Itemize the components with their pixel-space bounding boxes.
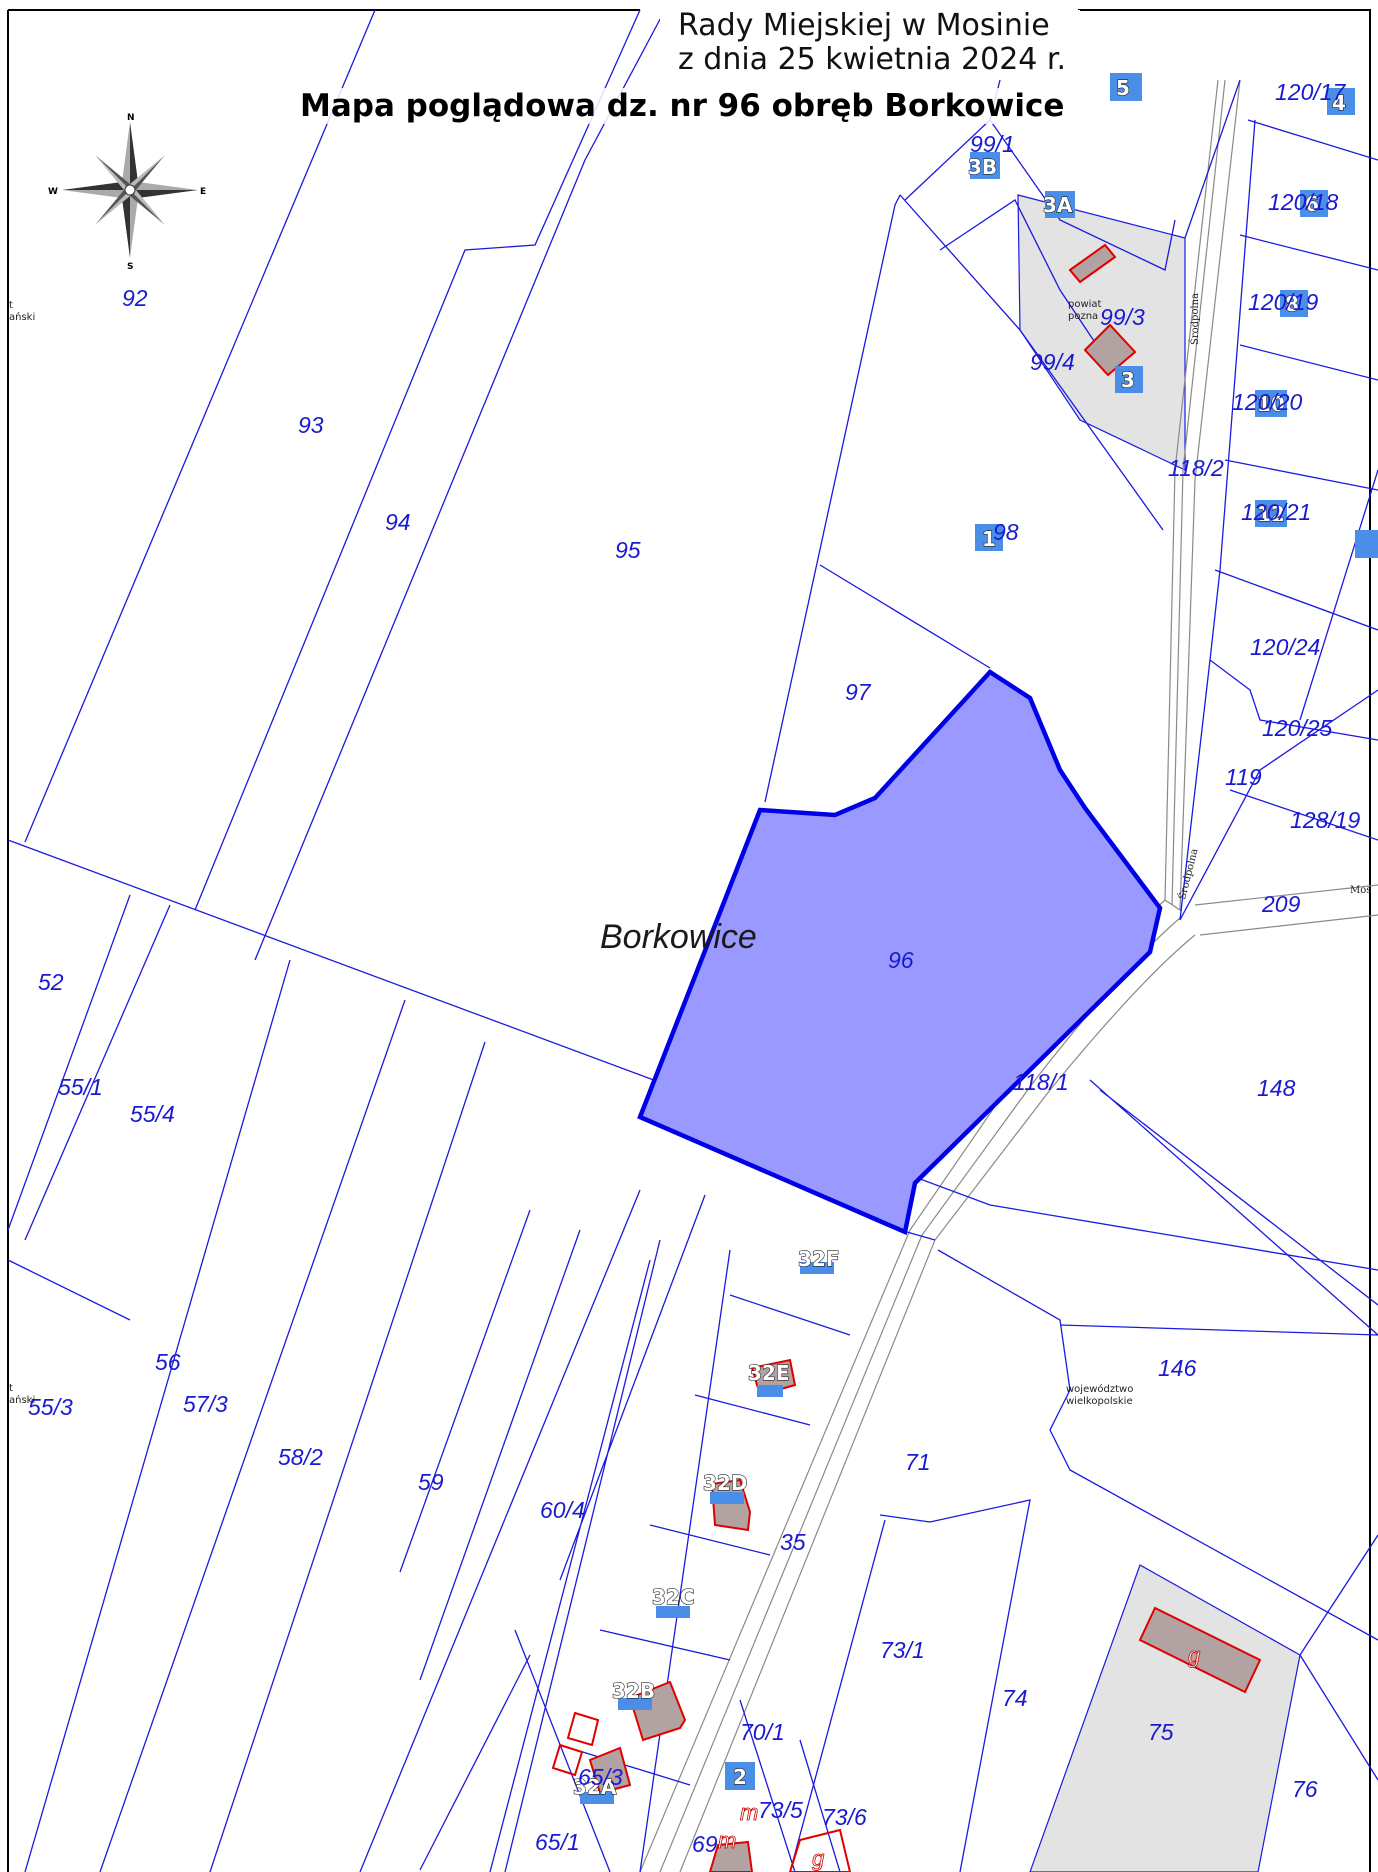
admin-label: pozna xyxy=(1068,311,1098,322)
parcel-number: 60/4 xyxy=(540,1497,585,1523)
garage-mark: g xyxy=(812,1846,825,1871)
parcel-number: 70/1 xyxy=(740,1719,785,1745)
house-number: 10 xyxy=(1257,392,1285,416)
header-backdrop xyxy=(660,10,1080,76)
compass-rose: N S E W xyxy=(48,113,206,272)
house-number: 32C xyxy=(652,1585,695,1609)
admin-label: t xyxy=(9,300,13,311)
house-number: 32A xyxy=(573,1775,617,1799)
parcel-number: 120/21 xyxy=(1241,499,1311,525)
resolution-line-1: Rady Miejskiej w Mosinie xyxy=(678,8,1050,43)
compass-east-label: E xyxy=(200,187,206,197)
parcel-number: 75 xyxy=(1148,1719,1174,1745)
parcel-number: 71 xyxy=(905,1449,931,1475)
house-number: 2 xyxy=(733,1765,747,1789)
admin-label: ański xyxy=(9,1394,35,1406)
parcel-number: 120/17 xyxy=(1275,79,1347,105)
admin-label: ański xyxy=(9,311,35,323)
parcel-number: 95 xyxy=(615,537,641,563)
parcel-number: 120/19 xyxy=(1248,289,1319,315)
parcel-number: 56 xyxy=(155,1349,181,1375)
admin-label: wielkopolskie xyxy=(1066,1396,1133,1407)
parcel-number: 118/1 xyxy=(1013,1069,1069,1095)
garage-mark: g xyxy=(1188,1643,1201,1668)
parcel-number: 128/19 xyxy=(1290,807,1361,833)
parcel-number: 74 xyxy=(1002,1685,1028,1711)
parcel-number: 97 xyxy=(845,679,872,705)
parcel-number: 94 xyxy=(385,509,411,535)
parcel-number: 99/4 xyxy=(1030,349,1075,375)
parcel-number: 55/3 xyxy=(28,1394,73,1420)
street-label: Środpolna xyxy=(1189,293,1201,345)
house-number: 5 xyxy=(1116,76,1130,100)
resolution-line-2: z dnia 25 kwietnia 2024 r. xyxy=(678,42,1067,77)
house-numbers: 5 4 3B 3A 6 8 3 10 12 1 32F 32E 32D 32C … xyxy=(572,75,1346,1799)
house-number: 4 xyxy=(1332,91,1346,115)
house-number: 3 xyxy=(1121,368,1135,392)
admin-label: powiat xyxy=(1068,299,1102,310)
house-number: 12 xyxy=(1257,502,1285,526)
parcel-number: 120/25 xyxy=(1262,715,1333,741)
compass-icon xyxy=(62,122,198,258)
parcel-number: 98 xyxy=(993,519,1019,545)
map-frame xyxy=(7,9,1371,1872)
parcel-number: 76 xyxy=(1292,1776,1318,1802)
parcel-number: 73/5 xyxy=(758,1797,803,1823)
parcel-number: 35 xyxy=(780,1529,806,1555)
parcel-number: 57/3 xyxy=(183,1391,228,1417)
building-mark: m xyxy=(718,1828,736,1853)
parcel-96-highlight[interactable] xyxy=(637,669,1163,1236)
house-number: 32E xyxy=(748,1361,790,1385)
parcel-number: 209 xyxy=(1261,891,1301,917)
parcel-number: 52 xyxy=(38,969,64,995)
parcel-number: 65/3 xyxy=(578,1764,623,1790)
page-title: Mapa poglądowa dz. nr 96 obręb Borkowice xyxy=(300,88,1065,124)
parcel-number: 69 xyxy=(692,1831,718,1857)
admin-labels: powiat pozna województwo wielkopolskie t… xyxy=(9,299,1133,1407)
house-number: 6 xyxy=(1305,192,1319,216)
parcel-number: 148 xyxy=(1257,1075,1296,1101)
parcel-number: 55/1 xyxy=(58,1074,103,1100)
house-number: 32D xyxy=(703,1471,747,1495)
parcel-number: 73/1 xyxy=(880,1637,925,1663)
parcel-number: 146 xyxy=(1158,1355,1197,1381)
house-number: 1 xyxy=(982,527,996,551)
parcel-number: 99/1 xyxy=(970,131,1015,157)
street-label: Mos xyxy=(1350,885,1371,896)
building-marks: g g m m xyxy=(718,1643,1202,1872)
parcel-number: 58/2 xyxy=(278,1444,323,1470)
parcel-number: 99/3 xyxy=(1100,304,1145,330)
house-badges xyxy=(580,73,1378,1804)
parcel-number: 118/2 xyxy=(1168,455,1224,481)
parcel-number: 119 xyxy=(1225,764,1262,790)
parcel-number: 55/4 xyxy=(130,1101,175,1127)
house-number: 32F xyxy=(798,1247,840,1271)
compass-south-label: S xyxy=(127,262,133,272)
parcel-number: 73/6 xyxy=(822,1804,867,1830)
parcel-number: 96 xyxy=(888,947,914,973)
locality-label: Borkowice xyxy=(600,918,757,956)
building-mark: m xyxy=(740,1800,758,1825)
compass-north-label: N xyxy=(127,113,135,123)
house-number: 3B xyxy=(968,155,997,179)
house-number: 3A xyxy=(1043,193,1073,217)
parcel-number: 92 xyxy=(122,285,148,311)
house-number: 8 xyxy=(1285,292,1299,316)
house-number: 32B xyxy=(612,1679,655,1703)
compass-west-label: W xyxy=(48,187,58,197)
parcel-number: 120/18 xyxy=(1268,189,1339,215)
admin-label: województwo xyxy=(1066,1383,1133,1395)
parcel-numbers: 92 93 94 95 96 97 98 99/1 99/3 99/4 118/… xyxy=(28,79,1361,1857)
parcel-number: 120/20 xyxy=(1232,389,1303,415)
parcel-boundaries xyxy=(7,9,1378,1872)
admin-label: t xyxy=(9,1383,13,1394)
parcel-number: 93 xyxy=(298,412,324,438)
parcel-number: 65/1 xyxy=(535,1829,580,1855)
title-backdrop xyxy=(292,88,1092,124)
parcel-number: 59 xyxy=(418,1469,444,1495)
parcel-number: 120/24 xyxy=(1250,634,1320,660)
